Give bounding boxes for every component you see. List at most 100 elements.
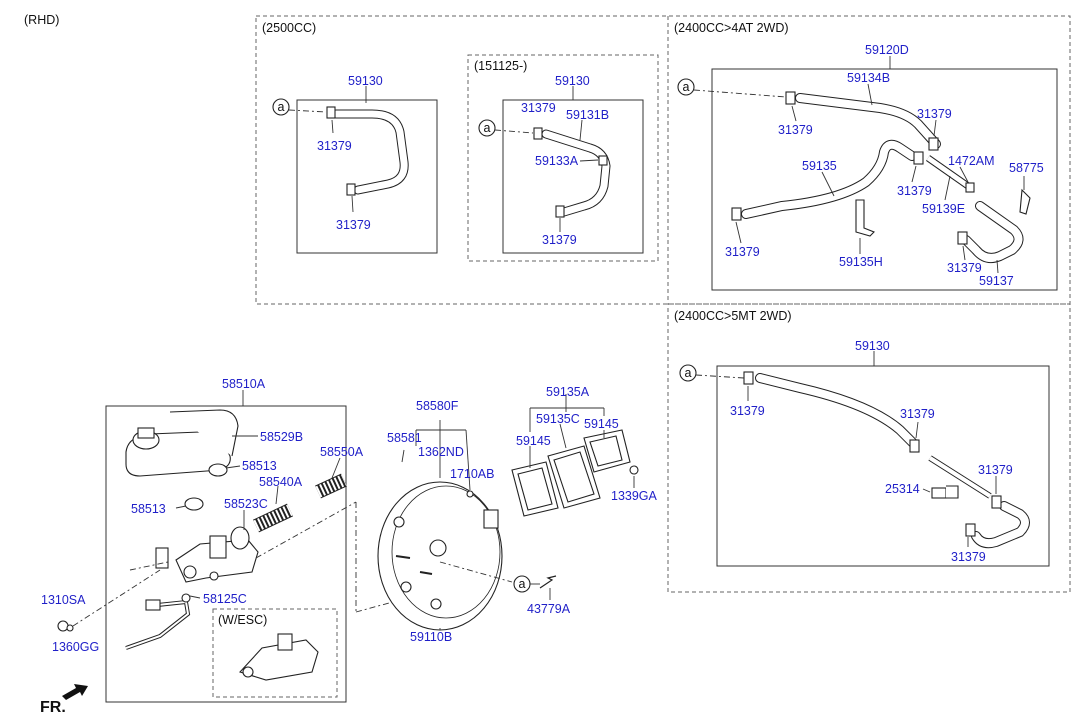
- leader: [494, 129, 534, 134]
- part-1472AM: 1472AM: [948, 154, 995, 168]
- leader: [129, 561, 169, 571]
- seal-group: [230, 473, 347, 550]
- leader: [465, 429, 471, 491]
- leader: [933, 119, 937, 137]
- part-59131B: 59131B: [566, 108, 609, 122]
- part-31379: 31379: [725, 245, 760, 259]
- section-esc-title: (W/ESC): [218, 613, 267, 627]
- part-58510A: 58510A: [222, 377, 266, 391]
- leader: [439, 561, 513, 583]
- leader: [189, 595, 201, 599]
- hose-box-151125: [502, 99, 644, 254]
- hose-mt-group: [743, 371, 1030, 549]
- part-58775: 58775: [1009, 161, 1044, 175]
- master-cylinder-body: [155, 535, 259, 583]
- part-58513: 58513: [242, 459, 277, 473]
- clip-43779A: [539, 575, 557, 589]
- hose-151125-group: [533, 127, 611, 218]
- part-31379: 31379: [978, 463, 1013, 477]
- grommet-58513: [208, 463, 228, 477]
- part-58529B: 58529B: [260, 430, 303, 444]
- callout-a-text: a: [683, 80, 690, 94]
- leader: [401, 449, 405, 463]
- part-58550A: 58550A: [320, 445, 364, 459]
- part-59133A: 59133A: [535, 154, 579, 168]
- mt-section-frame: [667, 303, 1071, 593]
- part-31379: 31379: [917, 107, 952, 121]
- part-59135H: 59135H: [839, 255, 883, 269]
- part-59110B: 59110B: [410, 630, 452, 644]
- leader: [579, 119, 583, 141]
- part-58125C: 58125C: [203, 592, 247, 606]
- part-59135A: 59135A: [546, 385, 590, 399]
- part-59130: 59130: [855, 339, 890, 353]
- leader: [559, 423, 567, 449]
- hose-box-2500: [296, 99, 438, 254]
- hose-box-mt: [716, 365, 1050, 567]
- part-59120D: 59120D: [865, 43, 909, 57]
- part-59139E: 59139E: [922, 202, 965, 216]
- section-mt-title: (2400CC>5MT 2WD): [674, 309, 792, 323]
- bolt-1310SA: [57, 620, 69, 632]
- section-at-title: (2400CC>4AT 2WD): [674, 21, 789, 35]
- callout-a-text: a: [685, 366, 692, 380]
- part-31379: 31379: [542, 233, 577, 247]
- leader: [72, 569, 161, 627]
- part-43779A: 43779A: [527, 602, 571, 616]
- leader: [288, 109, 327, 113]
- leader: [275, 485, 279, 505]
- part-31379: 31379: [947, 261, 982, 275]
- leader: [695, 374, 745, 379]
- part-31379: 31379: [730, 404, 765, 418]
- section-2500cc-title: (2500CC): [262, 21, 316, 35]
- leader: [922, 488, 931, 493]
- part-59145: 59145: [516, 434, 551, 448]
- s151125-frame: [467, 54, 659, 262]
- section-151125-title: (151125-): [474, 59, 527, 73]
- leader: [225, 465, 241, 469]
- leader: [331, 119, 334, 134]
- part-58523C: 58523C: [224, 497, 268, 511]
- nut-1360GG: [66, 624, 74, 632]
- front-label: FR.: [40, 699, 66, 716]
- part-1710AB: 1710AB: [450, 467, 494, 481]
- leader: [867, 83, 873, 106]
- callout-a-circle: [478, 119, 496, 137]
- callout-a-circle: [679, 364, 697, 382]
- part-59137: 59137: [979, 274, 1014, 288]
- part-31379: 31379: [951, 550, 986, 564]
- part-1362ND: 1362ND: [418, 445, 464, 459]
- leader: [911, 165, 917, 183]
- front-arrow-icon: [62, 684, 88, 700]
- leader: [735, 221, 742, 244]
- part-58580F: 58580F: [416, 399, 459, 413]
- part-31379: 31379: [900, 407, 935, 421]
- part-59135C: 59135C: [536, 412, 580, 426]
- gasket-group: [511, 429, 639, 517]
- callout-a-text: a: [278, 100, 285, 114]
- part-59130: 59130: [555, 74, 590, 88]
- leader: [175, 505, 187, 509]
- leader: [944, 175, 951, 201]
- part-58540A: 58540A: [259, 475, 303, 489]
- leader: [579, 159, 599, 162]
- part-25314: 25314: [885, 482, 920, 496]
- part-31379: 31379: [521, 101, 556, 115]
- part-31379: 31379: [778, 123, 813, 137]
- part-31379: 31379: [897, 184, 932, 198]
- part-1339GA: 1339GA: [611, 489, 658, 503]
- variant-label: (RHD): [24, 13, 59, 27]
- callout-a-circle: [272, 98, 290, 116]
- vacuum-hose-section-frame: [255, 15, 1071, 305]
- sensor-wire: [125, 593, 191, 650]
- part-31379: 31379: [336, 218, 371, 232]
- hose-box-at: [711, 68, 1058, 291]
- leader: [962, 245, 966, 261]
- part-58513: 58513: [131, 502, 166, 516]
- leader: [996, 259, 999, 274]
- callout-a-circle: [677, 78, 695, 96]
- part-31379: 31379: [317, 139, 352, 153]
- part-58581: 58581: [387, 431, 422, 445]
- leader: [351, 195, 354, 213]
